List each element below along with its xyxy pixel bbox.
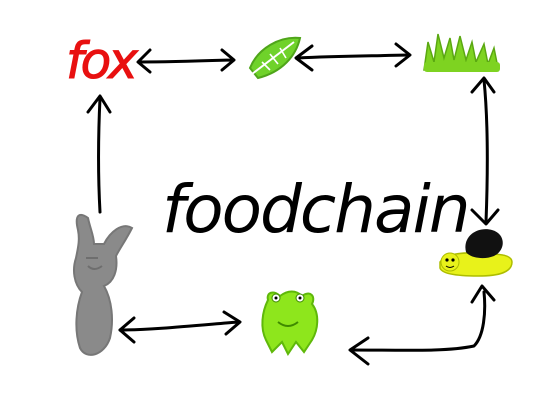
title-label: foodchain [162, 171, 469, 248]
arrow-rabbit-fox [86, 94, 112, 214]
rabbit-icon [73, 213, 134, 356]
frog-icon [261, 290, 319, 356]
arrow-snail-frog [348, 284, 496, 366]
fox-label: fox [66, 32, 138, 90]
arrow-frog-rabbit [118, 310, 242, 344]
arrow-leaf-grass [294, 42, 412, 72]
leaf-icon [248, 36, 302, 80]
arrow-grass-snail [470, 76, 500, 226]
arrow-fox-leaf [136, 48, 236, 74]
snail-icon [439, 229, 513, 277]
grass-icon [423, 33, 500, 72]
